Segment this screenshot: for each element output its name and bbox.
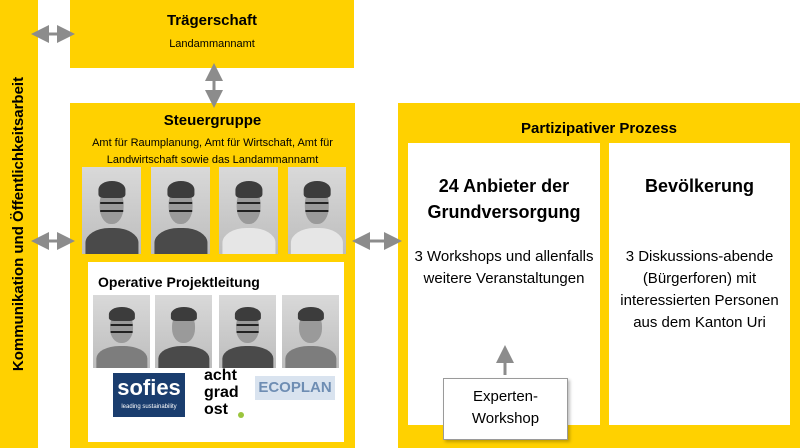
bevoelkerung-box: Bevölkerung 3 Diskussions-abende (Bürger… <box>609 143 790 425</box>
steuergruppe-photo-1 <box>82 167 141 254</box>
anbieter-title: 24 Anbieter der Grundversorgung <box>427 176 581 222</box>
communication-sidebar <box>0 0 38 448</box>
experten-workshop-box: Experten-Workshop <box>443 378 568 440</box>
traegerschaft-subtitle: Landammannamt <box>169 38 255 50</box>
steuergruppe-photo-3 <box>219 167 278 254</box>
operative-photo-3 <box>219 295 276 368</box>
partizipativer-prozess-title: Partizipativer Prozess <box>521 120 677 137</box>
traegerschaft-title: Trägerschaft <box>166 12 258 29</box>
steuergruppe-photo-4 <box>288 167 346 254</box>
sofies-logo: sofies leading sustainability <box>113 373 185 417</box>
steuergruppe-photo-2 <box>151 167 210 254</box>
anbieter-text: 3 Workshops und allenfalls weitere Veran… <box>414 248 594 287</box>
sofies-logo-tagline: leading sustainability <box>121 404 177 410</box>
bevoelkerung-title: Bevölkerung <box>644 176 755 196</box>
operative-photo-2 <box>155 295 212 368</box>
operative-photo-1 <box>93 295 150 368</box>
traegerschaft-box: Trägerschaft Landammannamt <box>70 0 354 68</box>
operative-photo-4 <box>282 295 339 368</box>
bevoelkerung-text: 3 Diskussions-abende (Bürgerforen) mit i… <box>620 248 779 331</box>
steuergruppe-title: Steuergruppe <box>163 112 262 129</box>
achtgradost-logo-dot <box>238 412 244 418</box>
experten-workshop-label: Experten-Workshop <box>471 388 540 427</box>
ecoplan-logo: ECOPLAN <box>255 376 335 400</box>
achtgradost-logo: acht grad ost <box>204 367 239 418</box>
steuergruppe-subtitle: Amt für Raumplanung, Amt für Wirtschaft,… <box>92 137 333 166</box>
operative-title: Operative Projektleitung <box>98 274 260 290</box>
operative-projektleitung-box: Operative Projektleitung sofies leading … <box>88 262 344 442</box>
sofies-logo-text: sofies <box>117 375 181 400</box>
